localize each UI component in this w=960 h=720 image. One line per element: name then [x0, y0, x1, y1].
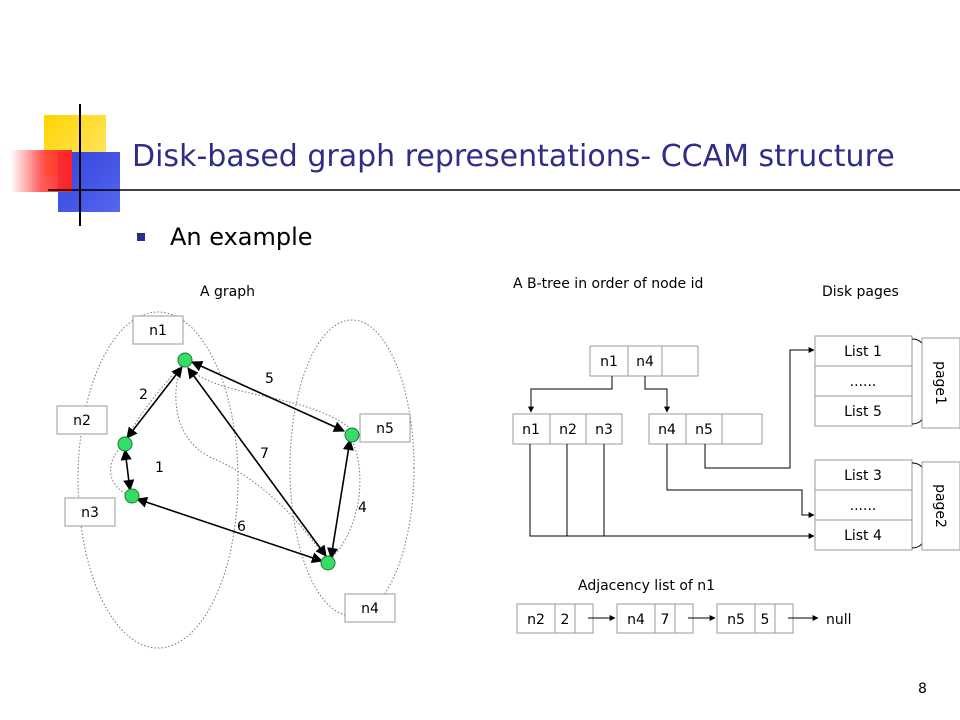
- dotted-curve-n1-n4: [175, 361, 329, 563]
- adjacency-list: Adjacency list of n1 n2 2 n4 7 n5 5 null: [516, 578, 852, 634]
- page1-label: page1: [932, 361, 948, 405]
- edge-weight-n1-n4: 7: [260, 446, 269, 462]
- btree-caption: A B-tree in order of node id: [513, 276, 703, 292]
- page1-row-1: List 1: [844, 344, 882, 360]
- disk-pages: List 1 ...... List 5 page1 List 3 ......…: [814, 335, 960, 551]
- adj-entry-1-weight: 2: [561, 612, 570, 628]
- node-label-n2: n2: [73, 413, 91, 429]
- edge-weight-n1-n2: 2: [139, 387, 148, 403]
- page2-row-3: List 4: [844, 528, 882, 544]
- decorative-logo: [10, 104, 960, 226]
- adj-entry-3-node: n5: [727, 612, 745, 628]
- page-title: Disk-based graph representations- CCAM s…: [132, 139, 895, 174]
- node-box-n5: [359, 413, 411, 443]
- edge-n2-n3: [120, 448, 135, 492]
- edge-weight-n4-n5: 4: [358, 500, 367, 516]
- btree-root-key-1: n1: [600, 354, 618, 370]
- graph-diagram: n1 n2 n3 n4 n5 2 1 5 7 6 4: [56, 311, 415, 649]
- node-box-n2: [56, 405, 108, 435]
- btree-leaf-left-key-3: n3: [595, 422, 613, 438]
- node-label-n3: n3: [81, 505, 99, 521]
- graph-node-n1: [177, 352, 193, 368]
- page1-row-2: ......: [850, 374, 877, 390]
- edge-n4-n5: [327, 438, 354, 560]
- btree-diagram: n1 n4 n1 n2 n3 n4 n5: [512, 345, 815, 539]
- btree-leaf-right-key-1: n4: [658, 422, 676, 438]
- btree-leaf-right-key-2: n5: [695, 422, 713, 438]
- adj-entry-2-weight: 7: [661, 612, 670, 628]
- adj-entry-2-node: n4: [627, 612, 645, 628]
- page2-row-2: ......: [850, 498, 877, 514]
- node-box-n4: [344, 593, 396, 623]
- edge-weight-n3-n4: 6: [237, 519, 246, 535]
- graph-node-n5: [344, 427, 360, 443]
- graph-node-n4: [320, 555, 336, 571]
- node-box-n1: [132, 315, 184, 345]
- page2-label: page2: [932, 484, 948, 528]
- graph-caption: A graph: [200, 284, 255, 300]
- page-ellipse-right: [289, 319, 415, 617]
- page-number: 8: [918, 681, 927, 697]
- edge-weight-n2-n3: 1: [155, 460, 164, 476]
- adj-entry-3-weight: 5: [761, 612, 770, 628]
- edge-n3-n4: [135, 496, 324, 564]
- edge-weight-n1-n5: 5: [265, 371, 274, 387]
- node-label-n5: n5: [376, 421, 394, 437]
- graph-node-n3: [124, 488, 140, 504]
- page1-row-3: List 5: [844, 404, 882, 420]
- node-label-n1: n1: [149, 323, 167, 339]
- page2-row-1: List 3: [844, 468, 882, 484]
- dotted-curve-n4-n5: [327, 435, 361, 563]
- adj-entry-1-node: n2: [527, 612, 545, 628]
- adjacency-caption: Adjacency list of n1: [578, 578, 715, 594]
- bullet-marker: [137, 233, 145, 241]
- btree-root-key-2: n4: [636, 354, 654, 370]
- adj-null-terminator: null: [826, 612, 852, 628]
- edge-n1-n4: [187, 367, 327, 557]
- btree-leaf-left-key-1: n1: [522, 422, 540, 438]
- bullet-text: An example: [170, 223, 313, 251]
- graph-node-n2: [117, 436, 133, 452]
- node-box-n3: [64, 497, 116, 527]
- page-ellipse-left: [77, 311, 239, 649]
- edge-n1-n2: [126, 366, 183, 439]
- disk-pages-caption: Disk pages: [822, 284, 899, 300]
- btree-leaf-left-key-2: n2: [559, 422, 577, 438]
- node-label-n4: n4: [361, 601, 379, 617]
